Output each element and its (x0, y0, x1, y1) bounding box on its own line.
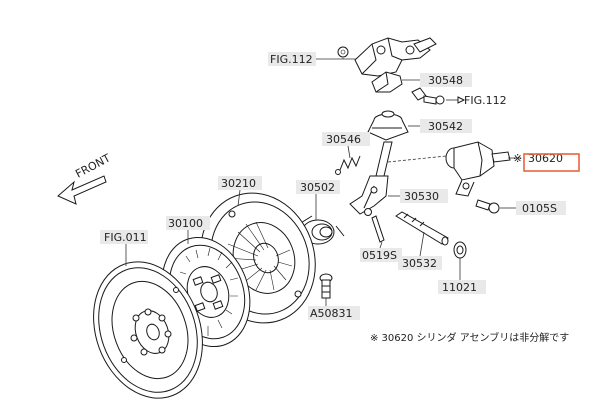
fig112-right-ref: FIG.112 (464, 94, 507, 107)
part-11021-label: 11021 (442, 281, 477, 294)
part-30542-label: 30542 (428, 120, 463, 133)
front-arrow-icon (57, 175, 107, 205)
upper-bracket (337, 37, 437, 77)
part-30620-mark: ※ (513, 152, 522, 165)
part-30548-shape (371, 71, 403, 93)
part-30530-label: 30530 (404, 190, 439, 203)
part-30542-shape (367, 110, 409, 141)
part-a50831-shape (319, 273, 333, 299)
fig011-ref: FIG.011 (104, 231, 147, 244)
bolt-fig112-shape (411, 87, 445, 105)
part-30546-label: 30546 (326, 133, 361, 146)
part-0105s-label: 0105S (522, 202, 557, 215)
front-label: FRONT (73, 151, 113, 180)
part-11021-shape (453, 241, 467, 259)
fig112-top-ref: FIG.112 (270, 53, 313, 66)
part-30210-label: 30210 (221, 177, 256, 190)
part-30620-highlight (523, 153, 580, 172)
part-30620-label: 30620 (528, 152, 563, 165)
front-direction-indicator: FRONT (57, 151, 113, 205)
flywheel-shape (93, 261, 203, 399)
part-30546-shape (335, 155, 361, 175)
arrow-icon (457, 96, 466, 104)
part-30100-label: 30100 (168, 217, 203, 230)
part-30530-shape (349, 141, 393, 216)
part-a50831-label: A50831 (310, 307, 353, 320)
part-30502-label: 30502 (300, 181, 335, 194)
part-30548-label: 30548 (428, 74, 463, 87)
part-0519s-label: 0519S (362, 249, 397, 262)
part-30532-label: 30532 (402, 257, 437, 270)
part-0105s-shape (475, 199, 500, 214)
part-0519s-shape (371, 215, 385, 243)
footnote-text: ※ 30620 シリンダ アセンブリは非分解です (370, 331, 569, 344)
part-30620-shape (445, 141, 511, 197)
part-30532-shape (395, 211, 449, 246)
